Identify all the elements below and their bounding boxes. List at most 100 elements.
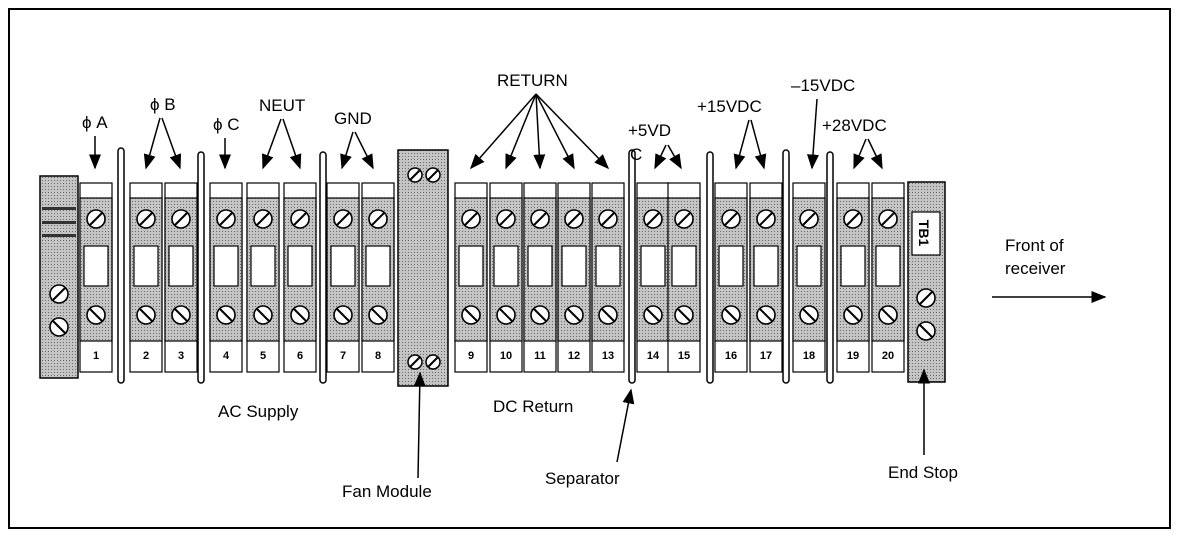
- screw: [916, 288, 936, 308]
- screw: [216, 209, 236, 229]
- end-stop: TB1: [907, 181, 946, 383]
- terminal-number: 2: [143, 350, 149, 362]
- terminal-20: 20: [871, 182, 905, 373]
- front-of-receiver: Front of receiver: [992, 236, 1107, 303]
- screw: [674, 209, 694, 229]
- bottom-labels: AC Supply DC Return Fan Module Separator…: [218, 397, 958, 501]
- screw: [171, 305, 191, 325]
- screw: [425, 167, 441, 183]
- terminal-number: 3: [178, 350, 184, 362]
- terminal-4: 4: [209, 182, 243, 373]
- label-front-of: Front of: [1005, 236, 1064, 255]
- screw: [407, 167, 423, 183]
- terminal-3: 3: [164, 182, 198, 373]
- screw: [674, 305, 694, 325]
- terminal-16: 16: [714, 182, 748, 373]
- terminal-13: 13: [591, 182, 625, 373]
- screw: [843, 209, 863, 229]
- screw: [799, 209, 819, 229]
- screw: [530, 209, 550, 229]
- terminal-number: 1: [93, 350, 99, 362]
- screw: [878, 305, 898, 325]
- screw: [253, 209, 273, 229]
- terminal-1: 1: [79, 182, 113, 373]
- label-dc-return: DC Return: [493, 397, 573, 416]
- terminal-number: 20: [882, 350, 894, 362]
- label-return: RETURN: [497, 71, 568, 90]
- screw: [564, 209, 584, 229]
- separator-rod: [319, 151, 327, 384]
- terminal-number: 13: [602, 350, 614, 362]
- label-minus15vdc: –15VDC: [791, 76, 855, 95]
- terminal-number: 11: [534, 350, 546, 362]
- terminal-15: 15: [667, 182, 701, 373]
- terminal-number: 7: [340, 350, 346, 362]
- terminal-number: 8: [375, 350, 381, 362]
- terminal-number: 6: [297, 350, 303, 362]
- top-labels: ϕ A ϕ B ϕ C NEUT GND RETURN +5VD C +15VD…: [82, 71, 887, 164]
- terminal-11: 11: [523, 182, 557, 373]
- terminal-number: 17: [760, 350, 772, 362]
- separator-rod: [782, 149, 790, 384]
- screw: [496, 209, 516, 229]
- separator-rod: [826, 151, 834, 384]
- terminal-7: 7: [326, 182, 360, 373]
- terminal-number: 15: [678, 350, 690, 362]
- label-phase-c: ϕ C: [213, 115, 240, 134]
- fan-module: [397, 149, 449, 387]
- screw: [496, 305, 516, 325]
- label-ac-supply: AC Supply: [218, 402, 299, 421]
- label-phase-a: ϕ A: [82, 113, 108, 132]
- label-gnd: GND: [334, 109, 372, 128]
- terminal-8: 8: [361, 182, 395, 373]
- separators: [117, 147, 834, 384]
- tb1-label: TB1: [916, 220, 932, 247]
- screw: [756, 305, 776, 325]
- screw: [216, 305, 236, 325]
- screw: [878, 209, 898, 229]
- screw: [756, 209, 776, 229]
- screw: [49, 284, 69, 304]
- screw: [290, 209, 310, 229]
- screw: [86, 209, 106, 229]
- terminal-17: 17: [749, 182, 783, 373]
- separator-rod: [117, 147, 125, 384]
- label-neut: NEUT: [259, 96, 305, 115]
- screw: [407, 354, 423, 370]
- terminal-number: 9: [468, 350, 474, 362]
- separator-rod: [197, 151, 205, 384]
- screw: [333, 209, 353, 229]
- terminal-14: 14: [636, 182, 670, 373]
- screw: [530, 305, 550, 325]
- terminal-number: 12: [568, 350, 580, 362]
- terminal-number: 18: [803, 350, 815, 362]
- screw: [598, 305, 618, 325]
- screw: [171, 209, 191, 229]
- screw: [136, 209, 156, 229]
- screw: [564, 305, 584, 325]
- terminal-2: 2: [129, 182, 163, 373]
- screw: [721, 305, 741, 325]
- terminal-12: 12: [557, 182, 591, 373]
- terminal-18: 18: [792, 182, 826, 373]
- terminal-9: 9: [454, 182, 488, 373]
- screw: [368, 209, 388, 229]
- screw: [368, 305, 388, 325]
- terminal-6: 6: [283, 182, 317, 373]
- terminal-19: 19: [836, 182, 870, 373]
- screw: [253, 305, 273, 325]
- terminal-number: 19: [847, 350, 859, 362]
- label-fan-module: Fan Module: [342, 482, 432, 501]
- screw: [333, 305, 353, 325]
- screw: [843, 305, 863, 325]
- left-end-plate: [39, 175, 79, 379]
- terminal-5: 5: [246, 182, 280, 373]
- screw: [461, 209, 481, 229]
- terminal-number: 5: [260, 350, 266, 362]
- label-plus5vdc-line1: +5VD: [628, 121, 671, 140]
- label-phase-b: ϕ B: [150, 95, 176, 114]
- separator-rod: [628, 149, 636, 384]
- label-plus5vdc-line2: C: [630, 145, 642, 164]
